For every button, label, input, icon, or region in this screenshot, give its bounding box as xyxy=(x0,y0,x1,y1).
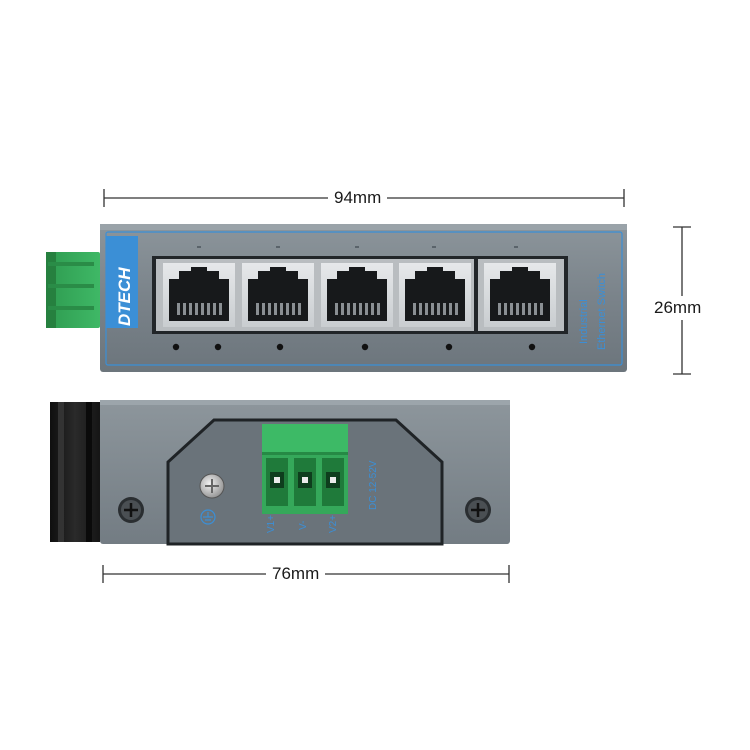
power-spec-label: DC 12-52V xyxy=(368,460,379,510)
rj45-port xyxy=(399,263,471,327)
ground-icon xyxy=(200,509,216,525)
svg-text:DTECH: DTECH xyxy=(115,267,134,326)
ground-screw xyxy=(199,473,225,499)
rj45-port xyxy=(321,263,393,327)
led-indicators xyxy=(172,343,536,351)
terminal-label-v1: V1+ xyxy=(266,514,277,533)
terminal-label-v2: V2+ xyxy=(328,514,339,533)
side-terminal-block xyxy=(46,252,100,328)
rj45-port xyxy=(163,263,235,327)
dimension-label-width-top: 94mm xyxy=(328,188,388,208)
mount-screw-right xyxy=(465,497,491,523)
power-terminal-block xyxy=(262,424,348,514)
din-rail-clip xyxy=(50,402,100,542)
mount-screw-left xyxy=(118,497,144,523)
rj45-port xyxy=(484,263,556,327)
dimension-label-height: 26mm xyxy=(650,296,706,320)
dimension-label-width-bottom: 76mm xyxy=(266,564,326,584)
rj45-port xyxy=(242,263,314,327)
terminal-label-vminus: V- xyxy=(298,520,309,530)
brand-logo: DTECH xyxy=(106,236,138,328)
